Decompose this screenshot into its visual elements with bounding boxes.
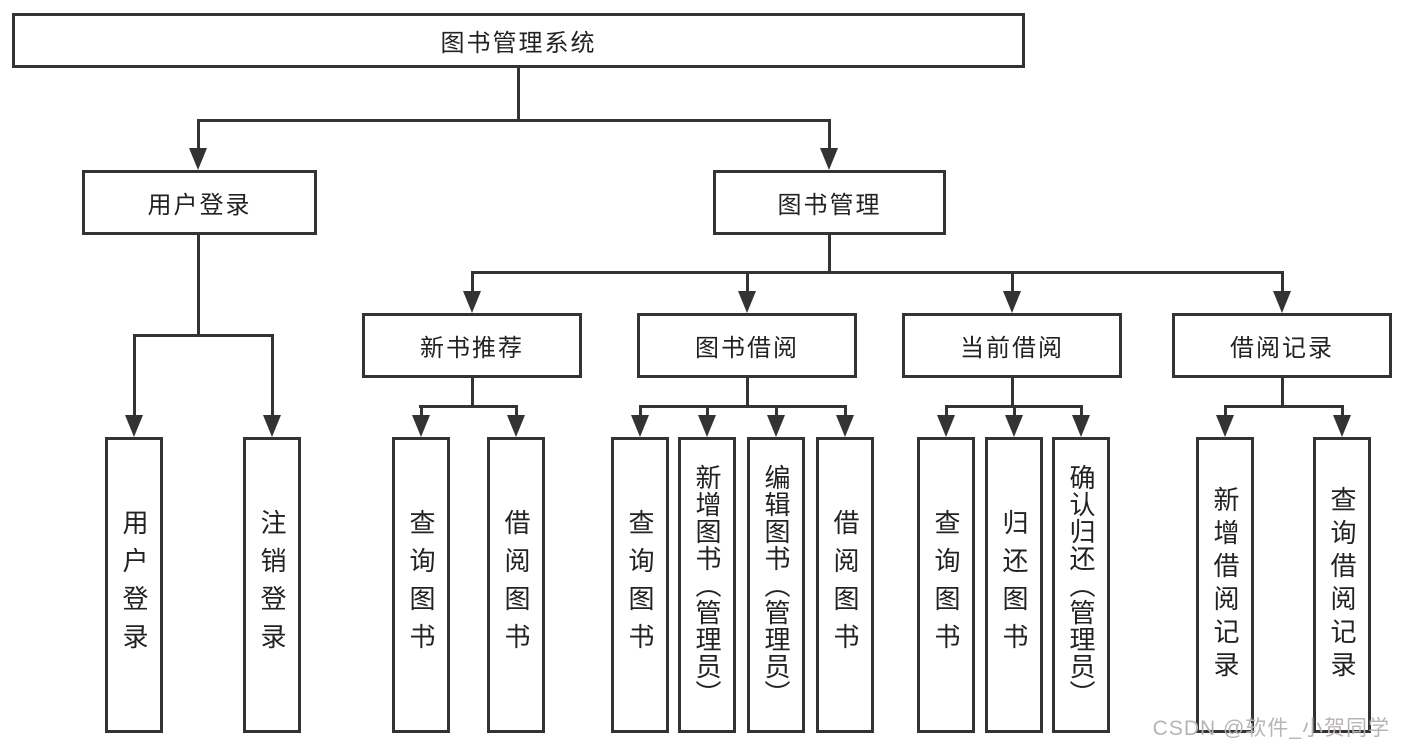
node-label: 注销登录 bbox=[257, 509, 287, 661]
connector-line bbox=[420, 405, 423, 418]
connector-line bbox=[197, 235, 200, 337]
connector-line bbox=[1011, 271, 1014, 294]
node-user-login: 用户登录 bbox=[82, 170, 317, 235]
connector-line bbox=[706, 405, 709, 418]
leaf-query-books-borrow: 查询图书 bbox=[611, 437, 669, 733]
node-label: 确认归还（管理员） bbox=[1066, 463, 1096, 707]
leaf-edit-book-admin: 编辑图书（管理员） bbox=[747, 437, 805, 733]
connector-line bbox=[746, 378, 749, 408]
node-label: 归还图书 bbox=[999, 509, 1029, 661]
node-new-book-recommend: 新书推荐 bbox=[362, 313, 582, 378]
node-label: 查询图书 bbox=[406, 509, 436, 661]
connector-line bbox=[271, 334, 274, 415]
connector-line bbox=[471, 378, 474, 408]
leaf-add-book-admin: 新增图书（管理员） bbox=[678, 437, 736, 733]
connector-line bbox=[828, 119, 831, 151]
connector-line bbox=[1224, 405, 1344, 408]
node-label: 图书管理系统 bbox=[440, 30, 597, 57]
node-label: 新书推荐 bbox=[420, 335, 524, 362]
arrow-down-icon bbox=[1216, 415, 1234, 437]
node-book-management: 图书管理 bbox=[713, 170, 946, 235]
node-label: 图书管理 bbox=[777, 192, 882, 219]
node-book-borrow: 图书借阅 bbox=[637, 313, 857, 378]
arrow-down-icon bbox=[698, 415, 716, 437]
arrow-down-icon bbox=[937, 415, 955, 437]
leaf-borrow-books-borrow: 借阅图书 bbox=[816, 437, 874, 733]
leaf-confirm-return-admin: 确认归还（管理员） bbox=[1052, 437, 1110, 733]
arrow-down-icon bbox=[1072, 415, 1090, 437]
arrow-down-icon bbox=[189, 148, 207, 170]
leaf-user-login: 用户登录 bbox=[105, 437, 163, 733]
connector-line bbox=[775, 405, 778, 418]
node-label: 借阅图书 bbox=[501, 509, 531, 661]
arrow-down-icon bbox=[1003, 291, 1021, 313]
watermark: CSDN @软件_小贺同学 bbox=[1152, 717, 1390, 740]
leaf-query-books-current: 查询图书 bbox=[917, 437, 975, 733]
leaf-query-books-recommend: 查询图书 bbox=[392, 437, 450, 733]
node-label: 借阅记录 bbox=[1230, 335, 1334, 362]
node-label: 借阅图书 bbox=[830, 509, 860, 661]
leaf-query-borrow-record: 查询借阅记录 bbox=[1313, 437, 1371, 733]
connector-line bbox=[517, 68, 520, 122]
arrow-down-icon bbox=[507, 415, 525, 437]
connector-line bbox=[746, 271, 749, 294]
node-label: 图书借阅 bbox=[695, 335, 799, 362]
connector-line bbox=[1281, 271, 1284, 294]
node-label: 用户登录 bbox=[119, 509, 149, 661]
connector-line bbox=[1011, 378, 1014, 408]
connector-line bbox=[1013, 405, 1016, 418]
connector-line bbox=[471, 271, 1284, 274]
leaf-return-book: 归还图书 bbox=[985, 437, 1043, 733]
node-borrow-records: 借阅记录 bbox=[1172, 313, 1392, 378]
node-label: 新增借阅记录 bbox=[1210, 486, 1240, 684]
connector-line bbox=[133, 334, 274, 337]
connector-line bbox=[945, 405, 948, 418]
node-label: 查询借阅记录 bbox=[1327, 486, 1357, 684]
connector-line bbox=[1080, 405, 1083, 418]
connector-line bbox=[639, 405, 847, 408]
node-label: 用户登录 bbox=[147, 192, 252, 219]
connector-line bbox=[471, 271, 474, 294]
arrow-down-icon bbox=[1333, 415, 1351, 437]
connector-line bbox=[828, 235, 831, 274]
leaf-borrow-books-recommend: 借阅图书 bbox=[487, 437, 545, 733]
connector-line bbox=[1224, 405, 1227, 418]
leaf-add-borrow-record: 新增借阅记录 bbox=[1196, 437, 1254, 733]
connector-line bbox=[197, 119, 831, 122]
connector-line bbox=[419, 405, 518, 408]
connector-line bbox=[1281, 378, 1284, 408]
arrow-down-icon bbox=[263, 415, 281, 437]
node-label: 查询图书 bbox=[625, 509, 655, 661]
connector-line bbox=[197, 119, 200, 151]
node-current-borrow: 当前借阅 bbox=[902, 313, 1122, 378]
connector-line bbox=[844, 405, 847, 418]
node-library-management-system: 图书管理系统 bbox=[12, 13, 1025, 68]
connector-line bbox=[515, 405, 518, 418]
arrow-down-icon bbox=[836, 415, 854, 437]
arrow-down-icon bbox=[820, 148, 838, 170]
arrow-down-icon bbox=[1005, 415, 1023, 437]
connector-line bbox=[639, 405, 642, 418]
connector-line bbox=[133, 334, 136, 415]
arrow-down-icon bbox=[463, 291, 481, 313]
arrow-down-icon bbox=[767, 415, 785, 437]
arrow-down-icon bbox=[1273, 291, 1291, 313]
arrow-down-icon bbox=[125, 415, 143, 437]
node-label: 编辑图书（管理员） bbox=[761, 463, 791, 707]
leaf-logout-login: 注销登录 bbox=[243, 437, 301, 733]
node-label: 查询图书 bbox=[931, 509, 961, 661]
arrow-down-icon bbox=[631, 415, 649, 437]
arrow-down-icon bbox=[738, 291, 756, 313]
arrow-down-icon bbox=[412, 415, 430, 437]
node-label: 当前借阅 bbox=[960, 335, 1064, 362]
node-label: 新增图书（管理员） bbox=[692, 463, 722, 707]
connector-line bbox=[1341, 405, 1344, 418]
